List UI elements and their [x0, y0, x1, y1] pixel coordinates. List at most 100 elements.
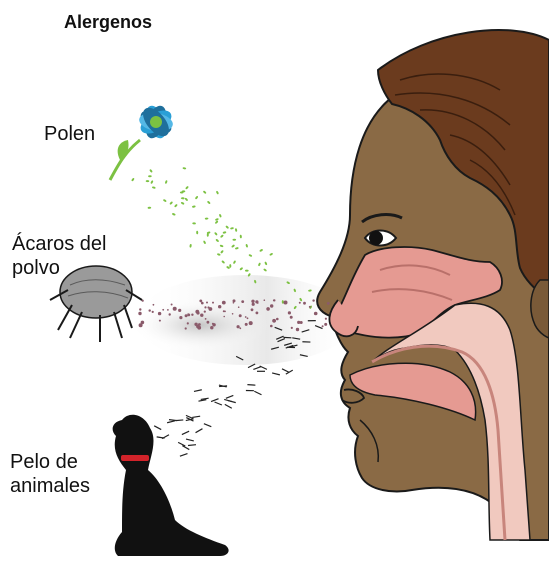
- pollen-particle: [192, 222, 196, 224]
- hair-particle: [247, 385, 255, 386]
- hair-particle: [192, 416, 200, 417]
- dust-particle: [223, 316, 225, 318]
- label-dust-mites: Ácaros del polvo: [12, 232, 152, 280]
- dust-particle: [210, 326, 213, 329]
- pollen-particle: [248, 254, 252, 257]
- dust-particle: [232, 313, 234, 315]
- pollen-particle: [172, 213, 176, 216]
- dust-particle: [139, 308, 141, 310]
- pollen-particle: [189, 244, 192, 248]
- pollen-particle: [215, 239, 219, 243]
- pollen-particle: [222, 231, 226, 234]
- dust-particle: [205, 318, 207, 320]
- diagram-title: Alergenos: [64, 10, 152, 34]
- pollen-particle: [148, 175, 152, 177]
- hair-particle: [196, 429, 203, 433]
- dust-particle: [270, 304, 273, 307]
- dust-particle: [241, 300, 244, 303]
- dust-particle: [153, 304, 155, 306]
- dust-particle: [237, 325, 240, 328]
- hair-particle: [253, 367, 261, 370]
- dust-particle: [200, 314, 203, 317]
- dust-particle: [185, 327, 187, 329]
- dust-particle: [245, 323, 248, 326]
- pollen-particle: [150, 180, 153, 184]
- pollen-particle: [215, 220, 219, 224]
- dust-particle: [288, 311, 291, 314]
- dust-particle: [194, 323, 197, 326]
- pollen-particle: [225, 225, 229, 229]
- pollen-particle: [184, 197, 188, 201]
- pollen-particle: [235, 247, 239, 250]
- label-animal-hair: Pelo de animales: [10, 450, 150, 498]
- pollen-particle: [182, 167, 186, 170]
- pollen-particle: [264, 261, 267, 265]
- dust-particle: [223, 310, 225, 312]
- dust-particle: [199, 300, 202, 303]
- dust-particle: [207, 321, 210, 324]
- dust-particle: [195, 310, 199, 314]
- pollen-particle: [235, 228, 238, 232]
- dust-particle: [324, 323, 327, 326]
- pollen-particle: [174, 204, 178, 208]
- hair-particle: [186, 439, 194, 441]
- label-pollen: Polen: [44, 122, 95, 146]
- pollen-particle: [149, 169, 153, 173]
- dust-particle: [297, 321, 300, 324]
- dust-particle: [197, 326, 201, 330]
- dust-particle: [173, 307, 177, 311]
- hair-particle: [180, 454, 188, 457]
- dust-particle: [191, 314, 193, 316]
- dust-particle: [207, 306, 209, 308]
- dust-particle: [239, 327, 241, 329]
- pollen-particle: [269, 253, 273, 257]
- dust-particle: [251, 300, 254, 303]
- pollen-particle: [229, 264, 231, 268]
- pollen-particle: [131, 178, 135, 182]
- dust-particle: [142, 300, 144, 302]
- dust-particle: [325, 318, 327, 320]
- flower-icon: [110, 103, 175, 180]
- dust-particle: [299, 302, 301, 304]
- label-dust-mites-line-1: Ácaros del: [12, 232, 152, 256]
- dust-particle: [149, 309, 151, 311]
- label-dust-mites-line-2: polvo: [12, 256, 152, 280]
- dust-particle: [141, 321, 145, 325]
- hair-particle: [167, 421, 175, 423]
- dust-particle: [296, 328, 299, 331]
- pollen-particle: [220, 250, 224, 254]
- pollen-particle: [258, 262, 261, 266]
- dust-particle: [206, 302, 208, 304]
- hair-particle: [154, 426, 161, 430]
- dust-particle: [327, 302, 330, 305]
- hair-particle: [194, 390, 202, 392]
- dust-particle: [312, 299, 314, 301]
- dust-particle: [266, 307, 270, 311]
- dust-particle: [178, 309, 181, 312]
- pollen-particle: [148, 207, 152, 209]
- dust-particle: [179, 316, 182, 319]
- human-head-icon: [317, 30, 549, 540]
- dust-particle: [255, 300, 258, 303]
- dust-particle: [233, 299, 236, 302]
- dust-particle: [201, 302, 204, 305]
- pollen-particle: [216, 191, 219, 195]
- pollen-particle: [245, 270, 249, 272]
- hair-particle: [201, 398, 209, 399]
- dust-particle: [322, 325, 324, 327]
- pollen-particle: [263, 268, 267, 272]
- pollen-particle: [181, 197, 185, 199]
- dust-particle: [152, 311, 154, 313]
- pollen-particle: [146, 180, 150, 182]
- hair-particle: [272, 373, 280, 375]
- pupil: [369, 231, 383, 245]
- hair-particle: [162, 435, 169, 439]
- hair-particle: [182, 431, 189, 434]
- dust-particle: [167, 309, 169, 311]
- pollen-particle: [259, 249, 263, 253]
- hair-particle: [211, 399, 218, 402]
- label-animal-hair-line-1: Pelo de: [10, 450, 150, 474]
- pollen-particle: [185, 186, 189, 190]
- pollen-particle: [207, 201, 211, 205]
